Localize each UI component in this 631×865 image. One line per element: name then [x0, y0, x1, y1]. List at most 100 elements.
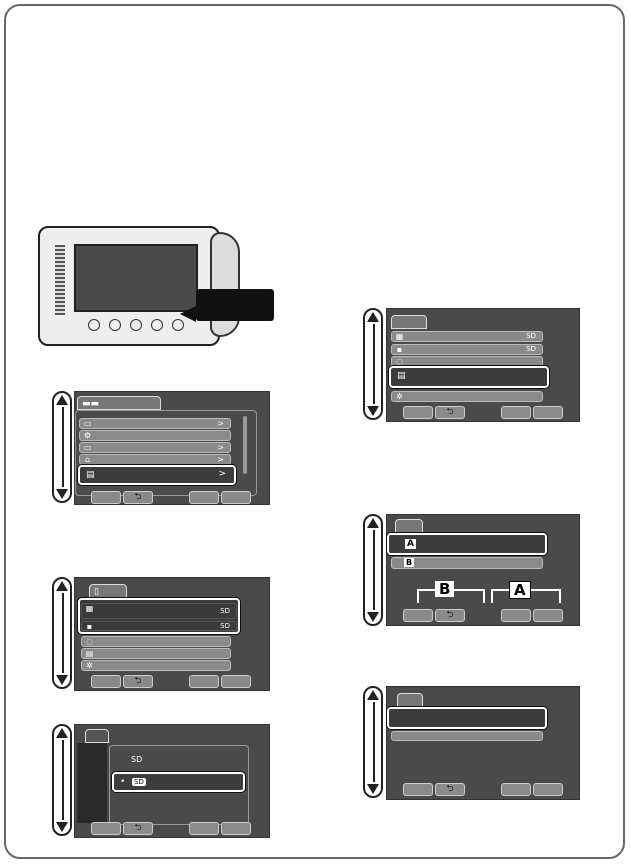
tab-camera[interactable]: ▬▬	[77, 396, 161, 410]
soft-button-1[interactable]	[91, 822, 121, 835]
media-row-4[interactable]: ▤	[81, 648, 231, 659]
sd-card-icon: SD	[131, 755, 143, 764]
tab-media[interactable]	[391, 315, 427, 329]
soft-button-1[interactable]	[91, 675, 121, 688]
chevron-right-icon: >	[218, 469, 226, 479]
soft-button-4[interactable]	[533, 783, 563, 796]
option-confirm-selected[interactable]	[387, 707, 547, 729]
menu-row-3[interactable]: ▭>	[79, 442, 231, 453]
sd-card-icon: SD	[220, 607, 230, 615]
back-button[interactable]: ⮌	[123, 822, 153, 835]
chevron-right-icon: >	[217, 419, 224, 428]
camera-button-4[interactable]	[151, 319, 163, 331]
back-icon: ⮌	[446, 610, 454, 620]
tab-card[interactable]	[397, 693, 423, 707]
scroll-rail-3[interactable]	[52, 724, 72, 836]
photo-icon: ▪	[86, 622, 93, 631]
back-icon: ⮌	[134, 676, 142, 686]
menu-scrollbar[interactable]	[243, 416, 247, 474]
sd-card-icon: SD	[220, 622, 230, 630]
photo-media-row[interactable]: ▪ SD	[391, 344, 543, 355]
menu-button[interactable]	[172, 319, 184, 331]
scroll-rail-5[interactable]	[363, 514, 383, 626]
tab-media[interactable]: ▯	[89, 584, 127, 598]
media-row-5[interactable]: ✲	[81, 660, 231, 671]
chevron-right-icon: >	[217, 455, 224, 464]
scroll-rail-4[interactable]	[363, 308, 383, 420]
option-a-label: A	[405, 539, 416, 549]
erase-icon: ✲	[86, 661, 93, 670]
photo-media-row[interactable]: ▪ SD	[81, 621, 237, 631]
menu-row-4[interactable]: ⌂>	[79, 454, 231, 465]
sd-card-icon: SD	[526, 332, 536, 340]
menu-row-media-settings-selected[interactable]: ▤>	[78, 465, 236, 485]
camera-button-1[interactable]	[88, 319, 100, 331]
chevron-right-icon: >	[217, 443, 224, 452]
connect-icon: ⌂	[84, 455, 91, 464]
back-icon: ⮌	[134, 823, 142, 833]
photo-icon: ▪	[396, 345, 403, 354]
option-b-row[interactable]: B	[391, 557, 543, 569]
soft-button-1[interactable]	[403, 406, 433, 419]
soft-button-4[interactable]	[221, 675, 251, 688]
speaker-grille	[55, 245, 65, 315]
camera-button-3[interactable]	[130, 319, 142, 331]
card-icon: ▤	[397, 371, 406, 381]
media-settings-screen: ▯ ▦ SD ▪ SD ◌ ▤ ✲ ⮌	[74, 577, 270, 691]
menu-row-2[interactable]: ⚙	[79, 430, 231, 441]
menu-panel	[75, 410, 257, 496]
soft-button-3[interactable]	[501, 783, 531, 796]
video-media-row[interactable]: ▦SD	[391, 331, 543, 342]
big-a-indicator: A	[509, 581, 531, 599]
back-button[interactable]: ⮌	[123, 675, 153, 688]
soft-button-1[interactable]	[91, 491, 121, 504]
back-button[interactable]: ⮌	[435, 783, 465, 796]
back-icon: ⮌	[446, 407, 454, 417]
media-settings-screen-2: ▦SD ▪ SD ◌ ▤ ✲ ⮌	[386, 308, 580, 422]
option-cancel-row[interactable]	[391, 731, 543, 741]
media-settings-icon: ▤	[86, 470, 95, 480]
confirm-screen: ⮌	[386, 686, 580, 800]
soft-button-3[interactable]	[189, 822, 219, 835]
lcd-screen	[74, 244, 198, 312]
soft-button-4[interactable]	[221, 822, 251, 835]
media-row-5[interactable]: ✲	[391, 391, 543, 402]
camcorder-buttons	[88, 319, 184, 331]
soft-button-3[interactable]	[189, 491, 219, 504]
scroll-rail-1[interactable]	[52, 391, 72, 503]
format-icon: ◌	[396, 357, 403, 366]
scroll-rail-2[interactable]	[52, 577, 72, 689]
format-icon: ◌	[86, 637, 93, 646]
option-a-selected[interactable]: A	[387, 533, 547, 555]
back-icon: ⮌	[134, 492, 142, 502]
tab-card[interactable]	[395, 519, 423, 533]
back-button[interactable]: ⮌	[435, 406, 465, 419]
back-icon: ⮌	[446, 784, 454, 794]
soft-button-3[interactable]	[189, 675, 219, 688]
tab-media[interactable]	[85, 729, 109, 743]
video-media-row[interactable]: ▦ SD	[81, 603, 237, 619]
select-media-screen: SD • SD ⮌	[74, 724, 270, 838]
scroll-rail-6[interactable]	[363, 686, 383, 798]
soft-button-4[interactable]	[533, 406, 563, 419]
media-row-3[interactable]: ◌	[81, 636, 231, 647]
soft-button-4[interactable]	[533, 609, 563, 622]
menu-row-1[interactable]: ▭>	[79, 418, 231, 429]
back-button[interactable]: ⮌	[435, 609, 465, 622]
soft-button-1[interactable]	[403, 783, 433, 796]
option-b-label: B	[404, 558, 415, 567]
camera-button-2[interactable]	[109, 319, 121, 331]
soft-button-3[interactable]	[501, 406, 531, 419]
back-button[interactable]: ⮌	[123, 491, 153, 504]
soft-button-4[interactable]	[221, 491, 251, 504]
soft-button-1[interactable]	[403, 609, 433, 622]
sd-card-icon: SD	[526, 345, 536, 353]
display-icon: ▭	[83, 419, 92, 428]
option-sd-selected[interactable]: • SD	[112, 772, 245, 792]
menu-button-callout	[196, 289, 274, 321]
soft-button-3[interactable]	[501, 609, 531, 622]
media-row-card-selected[interactable]: ▤	[389, 366, 549, 388]
page-frame	[4, 4, 625, 859]
video-icon: ▦	[85, 604, 94, 613]
popup-panel	[109, 745, 249, 825]
